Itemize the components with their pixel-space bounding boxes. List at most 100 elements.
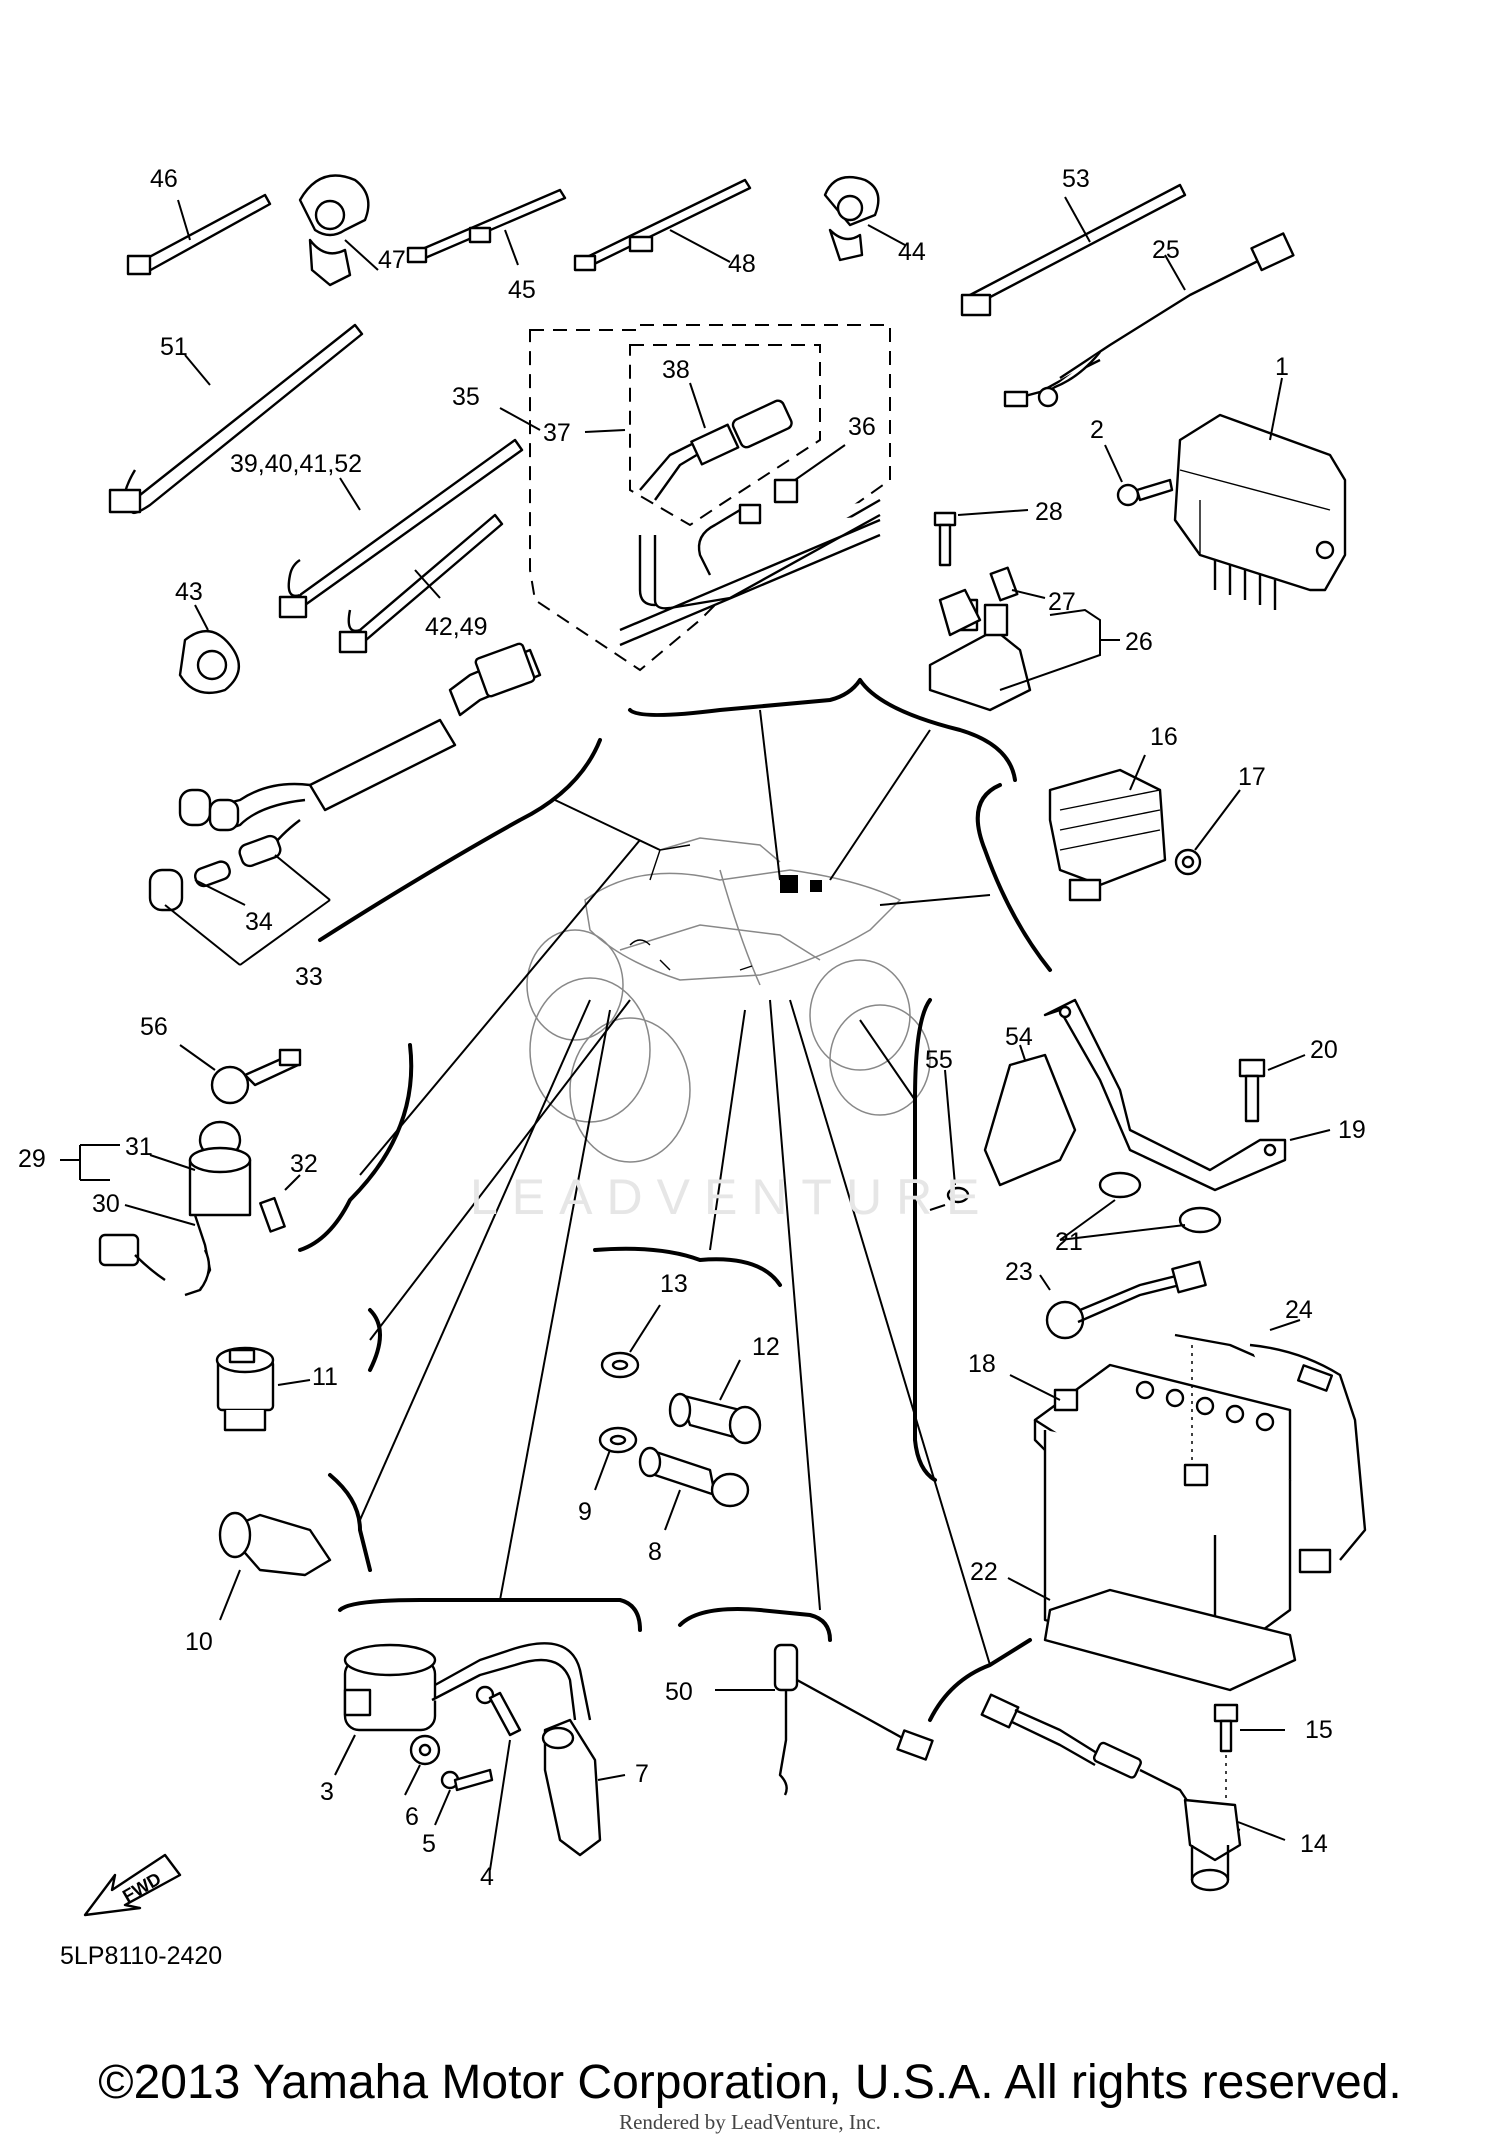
copyright-notice: ©2013 Yamaha Motor Corporation, U.S.A. A… — [98, 2056, 1402, 2109]
part-27-fuse — [989, 566, 1046, 602]
part-42-49-cable-tie — [338, 513, 504, 654]
leader-lines — [298, 678, 1052, 1722]
part-51-cable-tie — [108, 323, 364, 515]
label-56: 56 — [140, 1013, 168, 1041]
label-53: 53 — [1062, 165, 1090, 193]
part-33-34-wire-harness — [148, 642, 542, 966]
label-19: 19 — [1338, 1116, 1366, 1144]
part-22-battery-band — [1007, 1577, 1297, 1692]
label-1: 1 — [1275, 353, 1289, 381]
label-46: 46 — [150, 165, 178, 193]
part-12-switch — [668, 1359, 762, 1445]
part-39-52-cable-tie — [278, 438, 524, 619]
part-23-battery-cable — [1039, 1260, 1207, 1340]
part-3-ignition-coil — [334, 1642, 592, 1776]
label-8: 8 — [648, 1538, 662, 1566]
part-4-bolt — [475, 1685, 522, 1871]
label-51: 51 — [160, 333, 188, 361]
fwd-arrow — [83, 1853, 182, 1917]
label-48: 48 — [728, 250, 756, 278]
label-50: 50 — [665, 1678, 693, 1706]
label-9: 9 — [578, 1498, 592, 1526]
part-46-cable-tie — [126, 193, 272, 276]
label-26: 26 — [1125, 628, 1153, 656]
label-29: 29 — [18, 1145, 46, 1173]
label-20: 20 — [1310, 1036, 1338, 1064]
label-3: 3 — [320, 1778, 334, 1806]
part-54-plate — [983, 1044, 1077, 1187]
part-2-screw — [1104, 444, 1174, 507]
part-8-switch — [638, 1446, 750, 1531]
label-38: 38 — [662, 356, 690, 384]
part-7-plug-cap — [541, 1718, 626, 1857]
part-9-washer — [594, 1426, 638, 1491]
label-23: 23 — [1005, 1258, 1033, 1286]
label-39-52: 39,40,41,52 — [230, 450, 362, 478]
label-30: 30 — [92, 1190, 120, 1218]
part-11-switch — [215, 1346, 311, 1432]
label-10: 10 — [185, 1628, 213, 1656]
watermark: LEADVENTURE — [470, 1169, 994, 1225]
part-38-connector — [639, 382, 793, 501]
atv-illustration — [526, 837, 931, 1163]
part-15-bolt — [1213, 1703, 1285, 1800]
label-17: 17 — [1238, 763, 1266, 791]
part-44-clamp — [823, 175, 906, 262]
part-number-labels: 46 47 45 48 44 53 25 51 38 35 37 36 1 2 … — [18, 165, 1366, 1906]
label-16: 16 — [1150, 723, 1178, 751]
part-43-clamp — [178, 604, 240, 695]
label-36: 36 — [848, 413, 876, 441]
part-24-battery-cable — [1174, 1319, 1367, 1574]
label-25: 25 — [1152, 236, 1180, 264]
label-35: 35 — [452, 383, 480, 411]
part-21-damper — [1059, 1171, 1222, 1241]
document-number: 5LP8110-2420 — [60, 1942, 223, 1970]
label-31: 31 — [125, 1133, 153, 1161]
label-21: 21 — [1055, 1228, 1083, 1256]
part-47-clamp — [298, 174, 379, 287]
label-33: 33 — [295, 963, 323, 991]
part-26-starter-relay — [928, 588, 1120, 712]
part-1-cdi-unit — [1173, 377, 1347, 610]
label-2: 2 — [1090, 416, 1104, 444]
part-14-speed-sensor — [980, 1693, 1286, 1892]
part-55-rivet — [929, 1069, 970, 1211]
label-5: 5 — [422, 1830, 436, 1858]
part-25-lead-wire — [1003, 232, 1295, 408]
label-34: 34 — [245, 908, 273, 936]
part-48-cable-tie — [573, 178, 752, 272]
part-36-connector — [773, 444, 846, 504]
label-28: 28 — [1035, 498, 1063, 526]
label-7: 7 — [635, 1760, 649, 1788]
label-54: 54 — [1005, 1023, 1033, 1051]
part-20-bolt — [1238, 1054, 1306, 1123]
label-14: 14 — [1300, 1830, 1328, 1858]
part-35-37-group — [499, 324, 891, 672]
label-15: 15 — [1305, 1716, 1333, 1744]
part-19-battery-bracket — [1043, 998, 1331, 1192]
part-16-rectifier-regulator — [1048, 754, 1167, 902]
label-37: 37 — [543, 419, 571, 447]
part-45-cable-tie — [406, 188, 567, 266]
part-17-nut — [1174, 789, 1241, 876]
part-53-cable-tie — [960, 183, 1187, 317]
label-55: 55 — [925, 1046, 953, 1074]
label-11: 11 — [312, 1363, 338, 1391]
label-45: 45 — [508, 276, 536, 304]
part-56-key — [179, 1044, 302, 1105]
label-18: 18 — [968, 1350, 996, 1378]
label-27: 27 — [1048, 588, 1076, 616]
label-4: 4 — [480, 1863, 494, 1891]
label-42-49: 42,49 — [425, 613, 488, 641]
label-43: 43 — [175, 578, 203, 606]
label-6: 6 — [405, 1803, 419, 1831]
label-24: 24 — [1285, 1296, 1313, 1324]
label-47: 47 — [378, 246, 406, 274]
part-6-washer — [404, 1734, 441, 1796]
part-32-cap — [259, 1174, 301, 1233]
part-10-switch — [218, 1511, 332, 1621]
label-44: 44 — [898, 238, 926, 266]
part-5-bolt — [434, 1768, 494, 1826]
part-50-sensor — [715, 1643, 934, 1796]
